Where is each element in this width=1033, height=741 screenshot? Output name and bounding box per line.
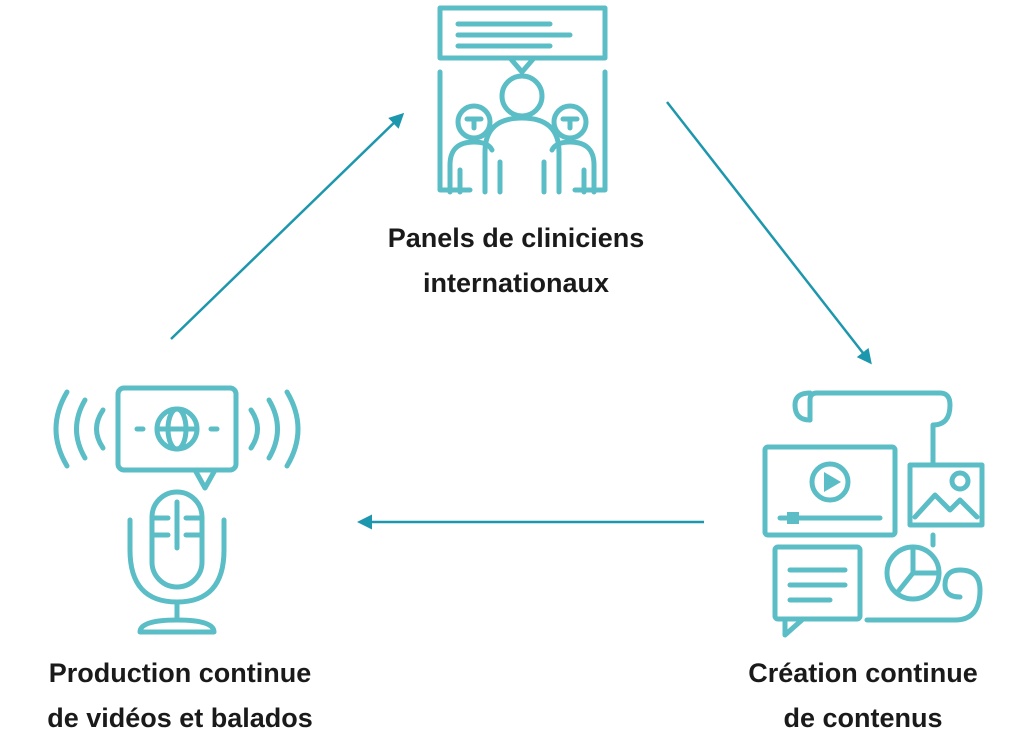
node-label-production-line1: Production continue (48, 658, 312, 688)
node-label-panels: Panels de cliniciens internationaux (316, 216, 716, 306)
clinicians-panel-icon (437, 5, 608, 195)
node-label-creation-line2: de contenus (783, 703, 943, 733)
arrow-panels-to-creation (666, 101, 872, 365)
node-label-panels-line1: Panels de cliniciens (387, 223, 645, 253)
node-label-production: Production continue de vidéos et balados (0, 651, 360, 741)
node-label-production-line2: de vidéos et balados (47, 703, 313, 733)
content-creation-icon (762, 390, 985, 638)
podcast-microphone-icon (53, 385, 301, 635)
node-label-panels-line2: internationaux (422, 268, 610, 298)
node-label-creation-line1: Création continue (748, 658, 978, 688)
arrow-production-to-panels (170, 112, 405, 340)
node-label-creation: Création continue de contenus (693, 651, 1033, 741)
